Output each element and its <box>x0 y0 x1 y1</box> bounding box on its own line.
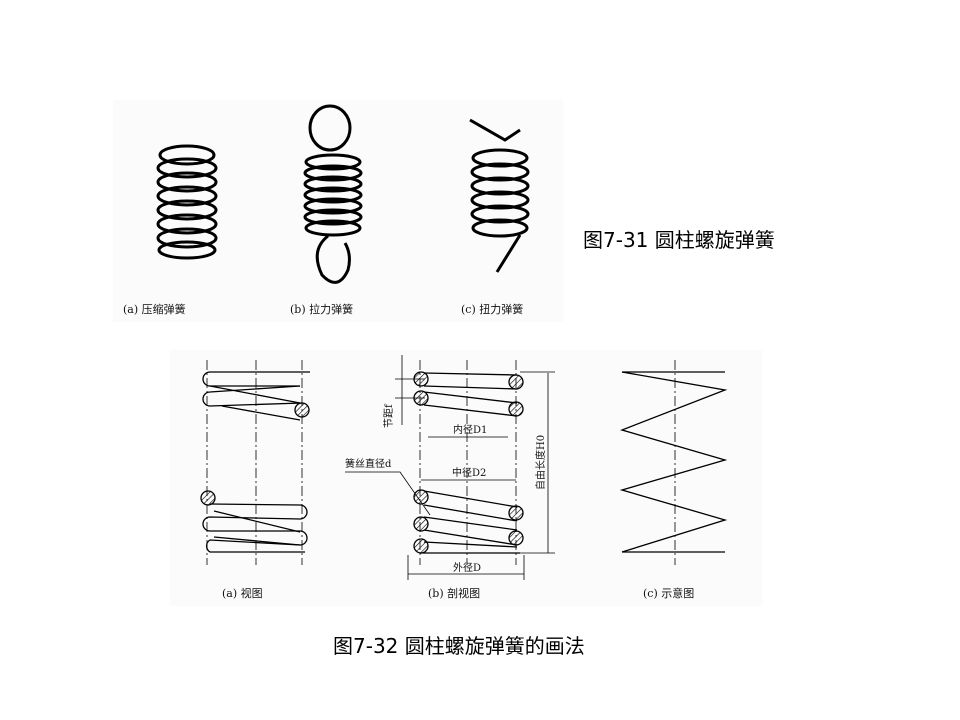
spring-view-drawing <box>200 360 310 565</box>
label-wire-diameter: 簧丝直径d <box>345 457 392 470</box>
figure-31-title: 图7-31 圆柱螺旋弹簧 <box>583 228 775 252</box>
extension-spring-image <box>303 104 363 284</box>
compression-spring-image <box>156 144 218 260</box>
caption-torsion-spring: (c) 扭力弹簧 <box>461 303 524 316</box>
spring-section-drawing <box>345 355 555 580</box>
label-mean-diameter: 中径D2 <box>452 466 486 479</box>
label-free-length: 自由长度H0 <box>534 435 547 490</box>
label-pitch: 节距f <box>383 403 395 428</box>
caption-view: (a) 视图 <box>222 587 263 600</box>
caption-section-view: (b) 剖视图 <box>428 587 481 600</box>
caption-compression-spring: (a) 压缩弹簧 <box>123 303 186 316</box>
label-inner-diameter: 内径D1 <box>453 423 487 436</box>
caption-schematic: (c) 示意图 <box>643 587 695 600</box>
figure-32-title: 图7-32 圆柱螺旋弹簧的画法 <box>333 634 585 658</box>
torsion-spring-image <box>469 118 530 273</box>
spring-schematic-drawing <box>619 360 728 565</box>
label-outer-diameter: 外径D <box>453 561 481 574</box>
caption-extension-spring: (b) 拉力弹簧 <box>290 303 354 316</box>
